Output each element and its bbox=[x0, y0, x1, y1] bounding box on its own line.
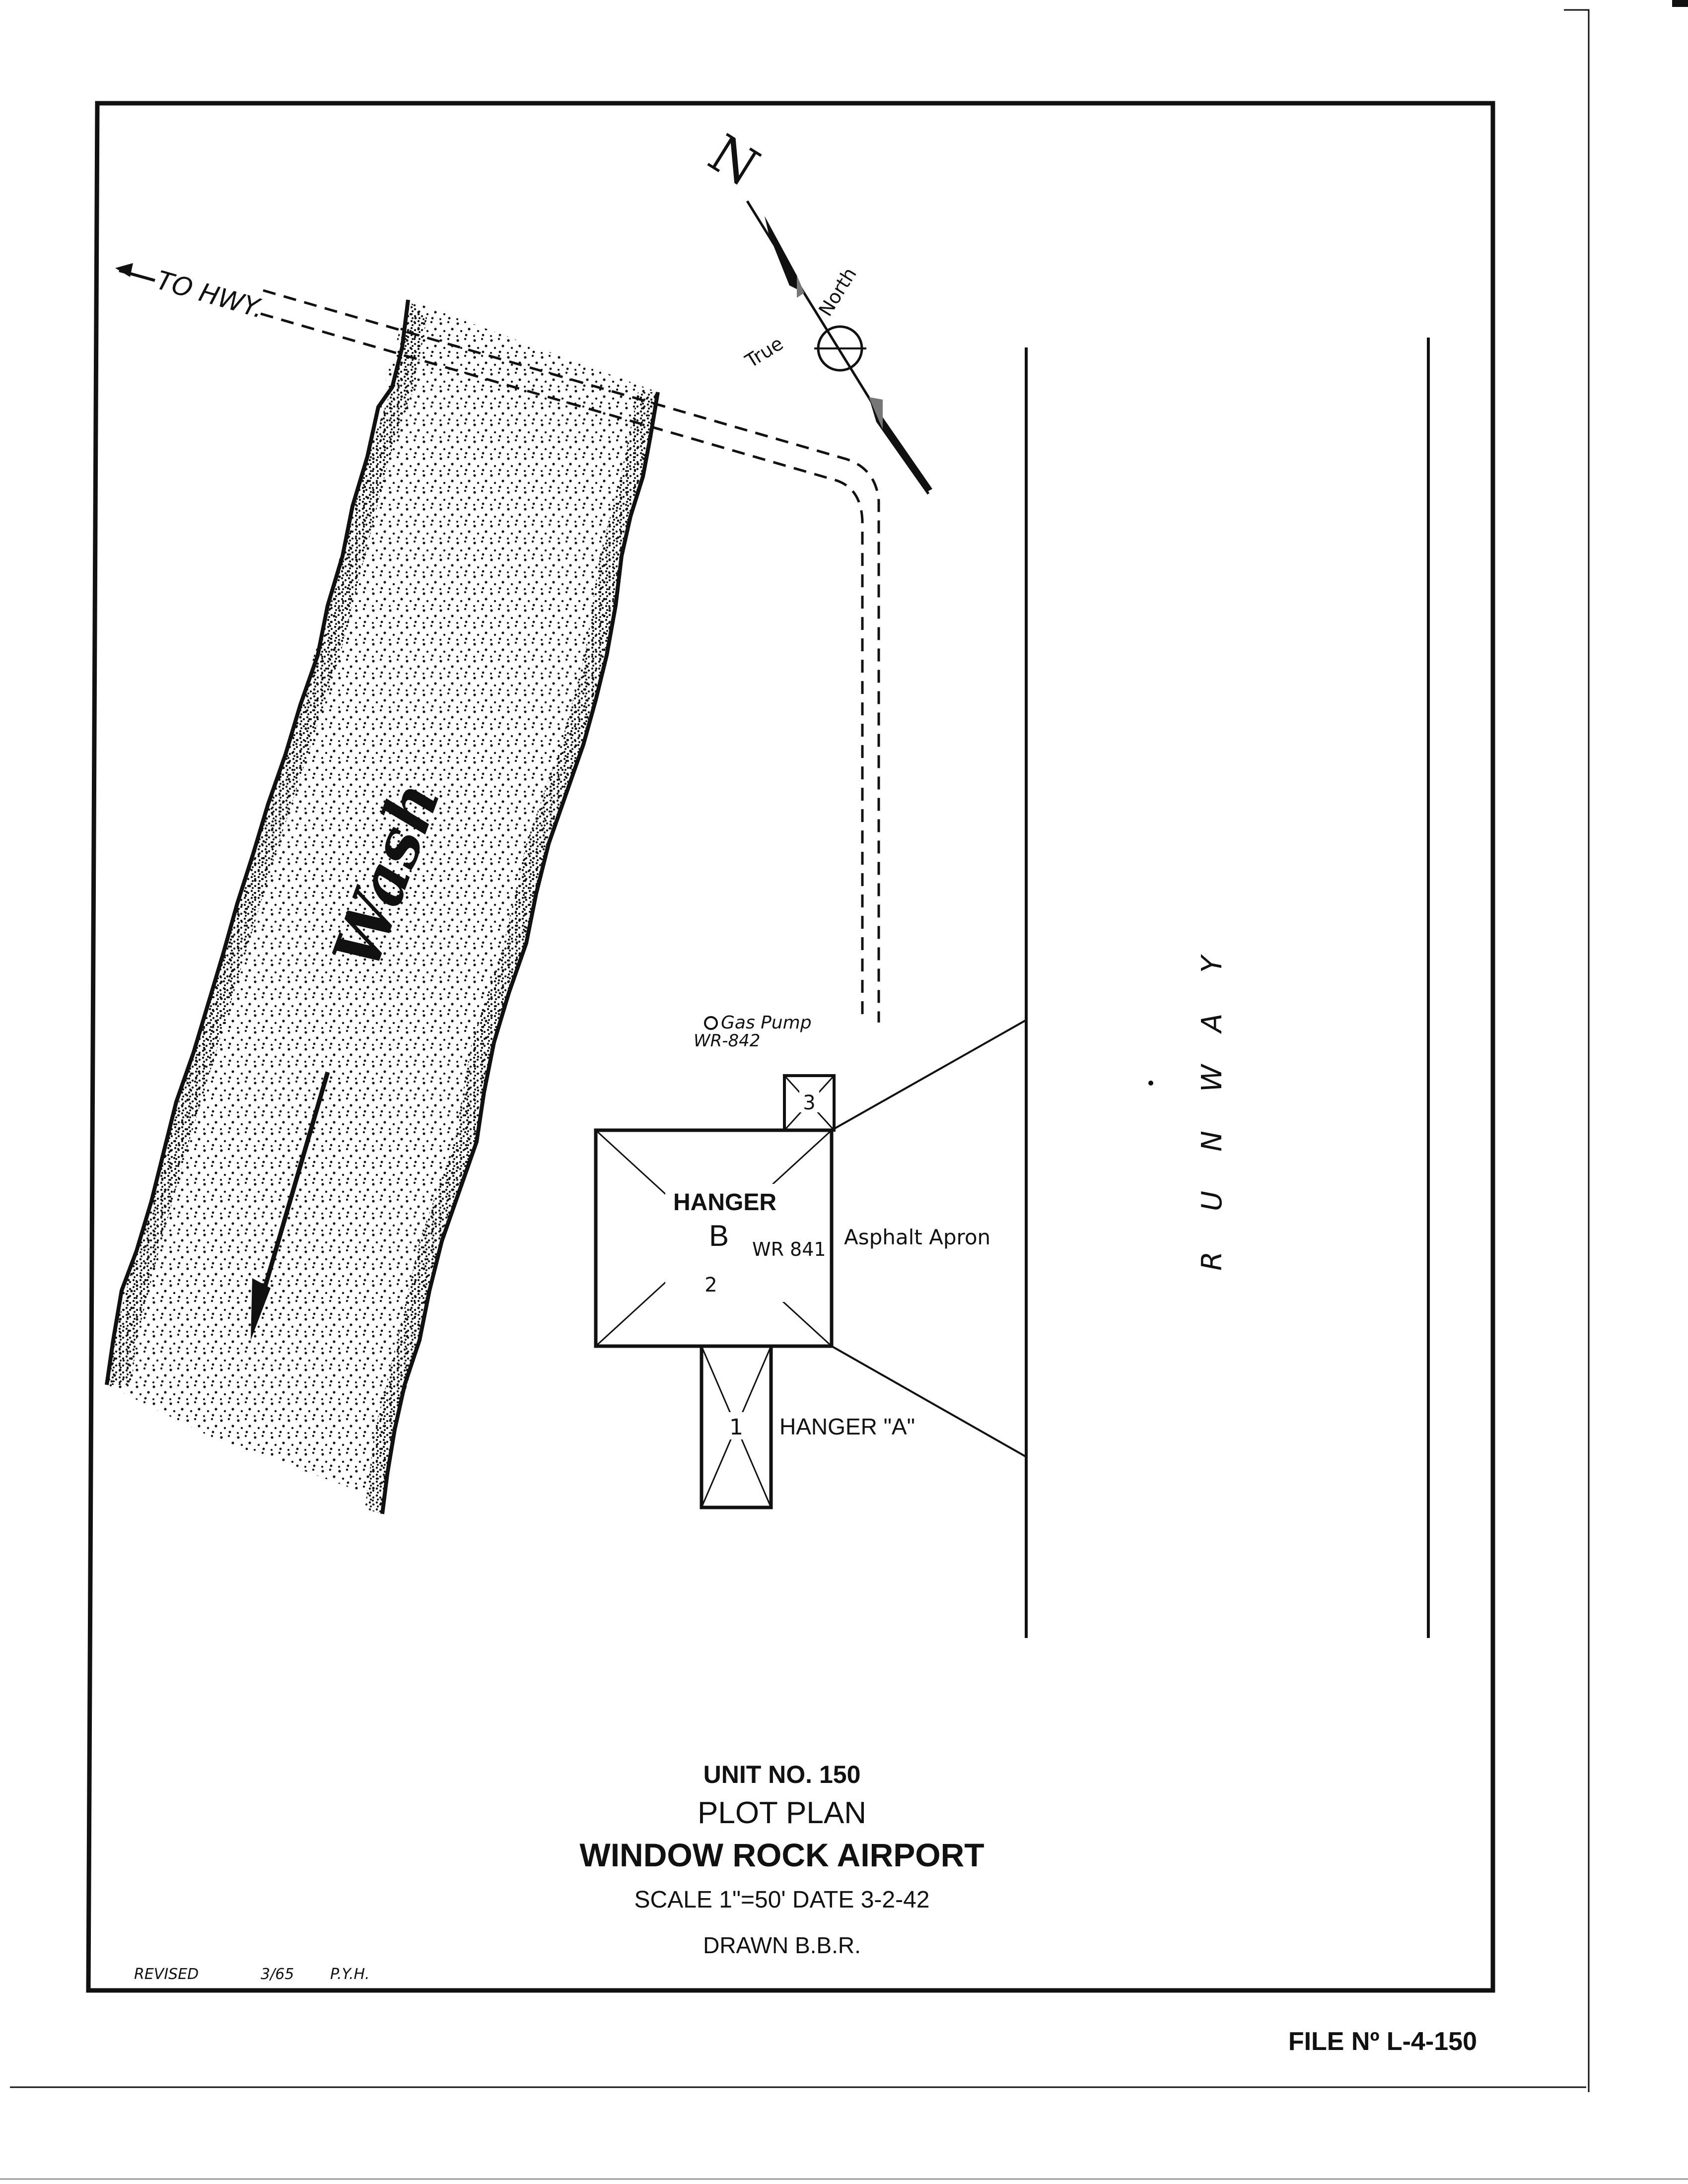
runway-letter: Y bbox=[1196, 954, 1228, 973]
to-highway-label: TO HWY. bbox=[153, 266, 267, 325]
asphalt-apron-label: Asphalt Apron bbox=[844, 1225, 990, 1249]
north-arrow: N True North bbox=[699, 123, 932, 495]
revision-note: REVISED 3/65 P.Y.H. bbox=[134, 1966, 370, 1983]
title-block: UNIT NO. 150 PLOT PLAN WINDOW ROCK AIRPO… bbox=[579, 1761, 984, 1958]
drawn-by: DRAWN B.B.R. bbox=[703, 1932, 861, 1958]
runway-letter: R bbox=[1196, 1251, 1228, 1271]
revised-date: 3/65 bbox=[261, 1966, 294, 1983]
hangar-a-label: HANGER "A" bbox=[779, 1414, 915, 1439]
road-edge-south bbox=[260, 312, 864, 1023]
file-number: FILE Nº L-4-150 bbox=[1288, 2027, 1477, 2056]
runway-letter: U bbox=[1196, 1191, 1228, 1211]
hangar-b-number: 2 bbox=[704, 1274, 717, 1297]
to-highway-arrow bbox=[115, 263, 155, 282]
asphalt-apron: Asphalt Apron bbox=[831, 1019, 1027, 1458]
gas-pump: Gas Pump WR-842 bbox=[694, 1013, 812, 1051]
revised-label: REVISED bbox=[134, 1966, 199, 1983]
unit-number: UNIT NO. 150 bbox=[703, 1761, 861, 1788]
gas-pump-label: Gas Pump bbox=[721, 1013, 812, 1033]
wash-flow-arrow bbox=[251, 1071, 330, 1340]
gas-pump-icon bbox=[704, 1016, 718, 1030]
airport-name: WINDOW ROCK AIRPORT bbox=[579, 1837, 984, 1873]
plot-plan-title: PLOT PLAN bbox=[698, 1796, 866, 1830]
scale-date: SCALE 1"=50' DATE 3-2-42 bbox=[634, 1887, 930, 1913]
wash-east-bank-shading bbox=[365, 392, 658, 1514]
runway-label: R U N W A Y bbox=[1196, 954, 1228, 1271]
drawing-border bbox=[86, 101, 1495, 1993]
runway-letter: A bbox=[1196, 1014, 1228, 1034]
wash-west-bank-shading bbox=[107, 300, 427, 1385]
building-3: 3 bbox=[783, 1074, 836, 1132]
hangar-b-letter: B bbox=[709, 1219, 729, 1252]
hangar-a-number: 1 bbox=[729, 1415, 743, 1440]
building-3-number: 3 bbox=[803, 1092, 815, 1114]
hangar-b: HANGER B 2 WR 841 bbox=[594, 1128, 834, 1348]
road-edge-north bbox=[263, 289, 880, 1023]
wash: Wash bbox=[105, 299, 660, 1514]
north-letter: N bbox=[699, 123, 770, 199]
gas-pump-code: WR-842 bbox=[694, 1031, 760, 1051]
true-label: True bbox=[741, 333, 787, 373]
runway-letter: N bbox=[1196, 1131, 1228, 1152]
revised-by: P.Y.H. bbox=[330, 1966, 370, 1983]
wash-area bbox=[107, 300, 658, 1514]
north-word-label: North bbox=[814, 264, 861, 320]
hangar-b-code: WR 841 bbox=[752, 1238, 826, 1260]
hangar-a: 1 HANGER "A" bbox=[700, 1344, 915, 1509]
runway: R U N W A Y bbox=[1025, 338, 1430, 1638]
hangar-b-title: HANGER bbox=[673, 1189, 776, 1216]
runway-letter: W bbox=[1196, 1063, 1228, 1092]
